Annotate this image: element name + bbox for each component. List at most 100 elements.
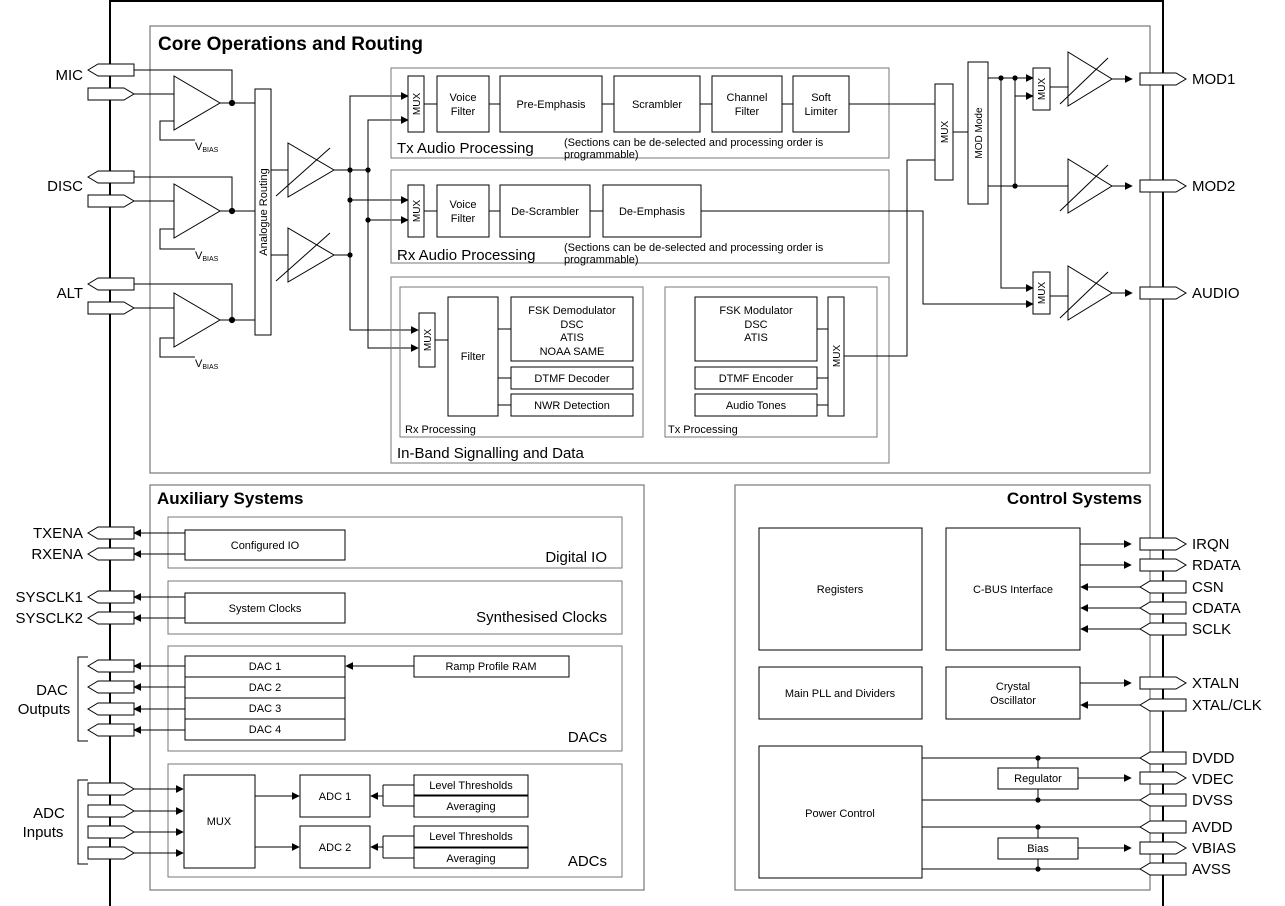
rx-audio-processing-box xyxy=(390,169,890,264)
rx-mux: MUX xyxy=(407,184,425,238)
adcs-title: ADCs xyxy=(568,853,607,870)
dacs-box xyxy=(167,645,623,752)
pin-vbias: VBIAS xyxy=(1139,840,1236,857)
audio-mux: MUX xyxy=(1032,271,1051,315)
inband-rx-wires xyxy=(435,328,511,406)
svg-text:C-BUS Interface: C-BUS Interface xyxy=(973,584,1053,596)
svg-text:Scrambler: Scrambler xyxy=(632,99,682,111)
clock-wires xyxy=(133,593,185,622)
adc-inputs-label-2: Inputs xyxy=(23,824,64,841)
crystal-oscillator-block: Crystal Oscillator xyxy=(945,666,1081,720)
svg-text:AVSS: AVSS xyxy=(1192,861,1231,878)
svg-text:Voice: Voice xyxy=(450,92,477,104)
svg-text:NOAA SAME: NOAA SAME xyxy=(540,346,605,358)
dac-4: DAC 4 xyxy=(184,718,346,741)
tx-soft-limiter: Soft Limiter xyxy=(792,75,850,133)
bias-block: Bias xyxy=(997,837,1079,860)
svg-text:Filter: Filter xyxy=(451,106,476,118)
svg-text:DVDD: DVDD xyxy=(1192,750,1235,767)
pin-alt: ALT xyxy=(57,277,135,315)
svg-text:DAC 3: DAC 3 xyxy=(249,703,281,715)
dac-wires xyxy=(133,662,414,734)
fsk-demodulator: FSK Demodulator DSC ATIS NOAA SAME xyxy=(510,296,634,362)
svg-text:DSC: DSC xyxy=(744,319,767,331)
svg-text:Limiter: Limiter xyxy=(804,106,837,118)
tx-audio-note-2: programmable) xyxy=(564,149,639,161)
dac-outputs-label-2: Outputs xyxy=(18,701,71,718)
pin-xtal-clk: XTAL/CLK xyxy=(1139,697,1262,714)
level-thresholds-1: Level Thresholds xyxy=(413,774,529,796)
averaging-1: Averaging xyxy=(413,795,529,818)
svg-text:ATIS: ATIS xyxy=(560,332,584,344)
svg-text:MUX: MUX xyxy=(423,329,434,352)
vbias-label-1: VBIAS xyxy=(195,141,219,154)
dtmf-encoder: DTMF Encoder xyxy=(694,366,818,390)
pin-cdata: CDATA xyxy=(1139,600,1241,617)
adc-1: ADC 1 xyxy=(299,774,371,818)
mod1-mux: MUX xyxy=(1032,67,1051,111)
svg-text:CDATA: CDATA xyxy=(1192,600,1241,617)
svg-text:MUX: MUX xyxy=(1037,78,1048,101)
pin-rxena: RXENA xyxy=(31,546,135,563)
svg-text:MUX: MUX xyxy=(832,345,843,368)
rx-audio-note-1: (Sections can be de-selected and process… xyxy=(564,242,824,254)
svg-text:VBIAS: VBIAS xyxy=(195,358,219,371)
digital-io-box xyxy=(167,516,623,569)
pin-sysclk2: SYSCLK2 xyxy=(15,610,135,627)
svg-text:DISC: DISC xyxy=(47,178,83,195)
rx-audio-note-2: programmable) xyxy=(564,254,639,266)
adc-2: ADC 2 xyxy=(299,825,371,869)
svg-text:Filter: Filter xyxy=(451,213,476,225)
digital-io-title: Digital IO xyxy=(545,549,607,566)
inband-title: In-Band Signalling and Data xyxy=(397,445,584,462)
dac-1: DAC 1 xyxy=(184,655,346,678)
svg-text:Ramp Profile RAM: Ramp Profile RAM xyxy=(445,661,536,673)
tx-voice-filter: Voice Filter xyxy=(436,75,490,133)
svg-text:DAC 2: DAC 2 xyxy=(249,682,281,694)
control-section-title: Control Systems xyxy=(1007,489,1142,508)
level-thresholds-2: Level Thresholds xyxy=(413,825,529,848)
svg-text:MOD2: MOD2 xyxy=(1192,178,1235,195)
svg-text:MUX: MUX xyxy=(207,816,232,828)
mod-select-mux: MUX xyxy=(934,83,954,181)
svg-text:SYSCLK2: SYSCLK2 xyxy=(15,610,83,627)
svg-text:DSC: DSC xyxy=(560,319,583,331)
audio-amplifier xyxy=(1059,265,1133,321)
svg-text:RDATA: RDATA xyxy=(1192,557,1241,574)
mod2-amplifier xyxy=(1059,158,1133,214)
mod-mode-block: MOD Mode xyxy=(967,61,989,205)
analogue-routing-box xyxy=(254,88,272,336)
svg-text:Registers: Registers xyxy=(817,584,864,596)
adcs-box xyxy=(167,763,623,878)
svg-text:De-Emphasis: De-Emphasis xyxy=(619,206,686,218)
mic-amplifier xyxy=(134,69,255,141)
mod-junctions xyxy=(998,75,1018,189)
svg-text:Voice: Voice xyxy=(450,199,477,211)
rx-processing-title: Rx Processing xyxy=(405,424,476,436)
main-pll-block: Main PLL and Dividers xyxy=(758,666,923,720)
svg-text:Pre-Emphasis: Pre-Emphasis xyxy=(516,99,586,111)
registers-block: Registers xyxy=(758,527,923,651)
inband-tx-wires xyxy=(817,159,935,406)
audio-tones: Audio Tones xyxy=(694,393,818,417)
synth-clocks-title: Synthesised Clocks xyxy=(476,609,607,626)
svg-text:Power Control: Power Control xyxy=(805,808,875,820)
aux-section-title: Auxiliary Systems xyxy=(157,489,303,508)
averaging-2: Averaging xyxy=(413,847,529,869)
control-junctions xyxy=(1035,755,1041,872)
adc-input-pins xyxy=(77,779,135,865)
control-wires xyxy=(922,540,1140,870)
svg-text:VBIAS: VBIAS xyxy=(1192,840,1236,857)
dac-3: DAC 3 xyxy=(184,697,346,720)
svg-text:DAC 4: DAC 4 xyxy=(249,724,281,736)
nwr-detection: NWR Detection xyxy=(510,393,634,417)
svg-text:ALT: ALT xyxy=(57,285,83,302)
tx-path-amplifier xyxy=(271,142,350,198)
svg-text:SCLK: SCLK xyxy=(1192,621,1231,638)
svg-text:Audio Tones: Audio Tones xyxy=(726,400,787,412)
svg-text:Channel: Channel xyxy=(727,92,768,104)
svg-text:MUX: MUX xyxy=(1037,282,1048,305)
svg-text:DTMF Encoder: DTMF Encoder xyxy=(719,373,794,385)
svg-text:ATIS: ATIS xyxy=(744,332,768,344)
pin-txena: TXENA xyxy=(33,525,135,542)
